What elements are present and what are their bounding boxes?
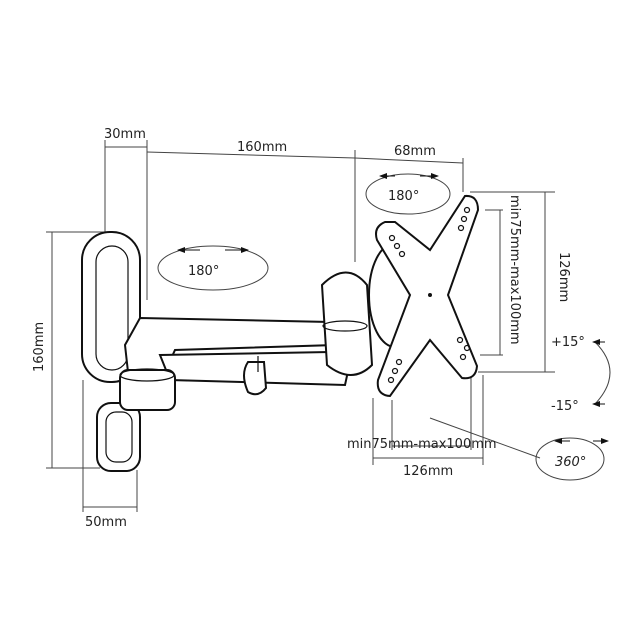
swing-arm	[119, 271, 374, 411]
label-wall-plate-width: 50mm	[85, 515, 127, 530]
label-wall-offset: 30mm	[104, 127, 146, 142]
head-swivel-ellipse	[365, 173, 451, 215]
rotation-indicators	[157, 173, 611, 481]
label-arm-length: 160mm	[237, 140, 287, 155]
label-rotation: 360°	[555, 455, 586, 470]
rotation-ellipse	[535, 437, 605, 481]
label-vesa-horizontal: min75mm-max100mm	[347, 437, 497, 452]
label-wall-plate-height: 160mm	[32, 322, 47, 372]
arm-swivel-ellipse	[157, 245, 269, 291]
dimension-lines	[46, 140, 555, 512]
label-plate-width: 126mm	[403, 464, 453, 479]
label-vesa-vertical: min75mm-max100mm	[507, 195, 522, 345]
label-tilt-up: +15°	[551, 335, 585, 350]
tilt-arc	[594, 341, 611, 405]
label-tilt-down: -15°	[551, 399, 579, 414]
label-head-depth: 68mm	[394, 144, 436, 159]
label-arm-swivel: 180°	[188, 264, 219, 279]
label-head-swivel: 180°	[388, 189, 419, 204]
label-plate-height: 126mm	[556, 252, 571, 302]
vesa-plate	[368, 194, 480, 398]
